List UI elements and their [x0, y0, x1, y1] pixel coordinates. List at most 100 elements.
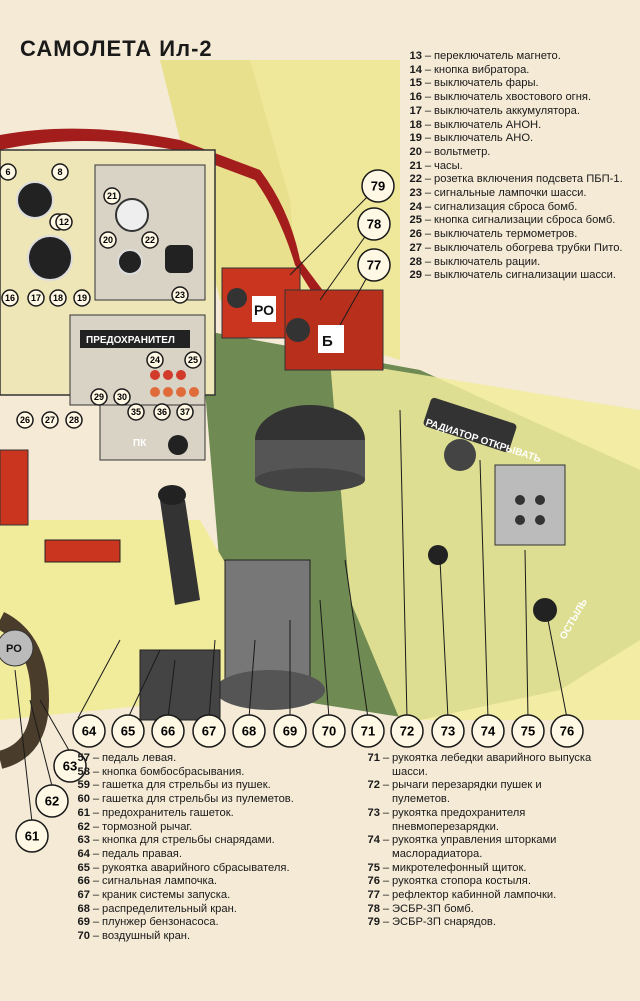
- panel-number-label: 27: [45, 415, 55, 425]
- legend-item: 67–краник системы запуска.: [66, 889, 356, 903]
- panel-number-circle: [49, 289, 67, 307]
- panel-number-37: 37: [176, 403, 194, 421]
- panel-number-circle: [90, 388, 108, 406]
- panel-number-circle: [127, 403, 145, 421]
- legend-dash: –: [382, 902, 390, 915]
- legend-item: 13–переключатель магнето.: [398, 50, 634, 64]
- panel-number-label: 20: [103, 235, 113, 245]
- legend-text: вольтметр.: [434, 145, 491, 158]
- legend-item: 69–плунжер бензонасоса.: [66, 916, 356, 930]
- panel-number-25: 25: [184, 351, 202, 369]
- legend-dash: –: [92, 834, 100, 847]
- panel-number-12: 12: [55, 213, 73, 231]
- panel-number-18: 18: [49, 289, 67, 307]
- callout-circle: [511, 714, 545, 748]
- panel-number-35: 35: [127, 403, 145, 421]
- legend-text: рукоятка предохранителя пневмоперезарядк…: [392, 806, 526, 833]
- panel-number-label: 17: [31, 293, 41, 303]
- legend-number: 59: [77, 779, 90, 792]
- legend-number: 64: [77, 847, 90, 860]
- callout-77: 77: [357, 248, 391, 282]
- callout-circle: [312, 714, 346, 748]
- legend-text: рукоятка лебедки аварийного выпуска шасс…: [392, 752, 592, 778]
- legend-number: 14: [409, 63, 422, 76]
- callout-label: 70: [322, 724, 336, 739]
- legend-dash: –: [92, 752, 100, 764]
- legend-dash: –: [382, 916, 390, 929]
- callout-65: 65: [111, 714, 145, 748]
- legend-text: выключатель рации.: [434, 255, 541, 268]
- legend-dash: –: [424, 77, 432, 90]
- legend-number: 27: [409, 241, 422, 254]
- callout-label: 64: [82, 724, 97, 739]
- device-label-fuse-label: ПРЕДОХРАНИТЕЛ: [86, 335, 175, 346]
- panel-number-22: 22: [141, 231, 159, 249]
- legend-text: розетка включения подсвета ПБП-1.: [434, 173, 623, 186]
- legend-text: педаль правая.: [102, 847, 182, 860]
- callout-label: 62: [45, 794, 59, 809]
- legend-item: 75–микротелефонный щиток.: [356, 862, 600, 876]
- legend-text: сигнальные лампочки шасси.: [434, 187, 587, 200]
- panel-number-label: 24: [150, 355, 160, 365]
- legend-text: воздушный кран.: [102, 930, 191, 943]
- panel-number-label: 21: [107, 191, 117, 201]
- callout-78: 78: [357, 207, 391, 241]
- legend-dash: –: [424, 63, 432, 76]
- legend-number: 60: [77, 793, 90, 806]
- legend-number: 66: [77, 875, 90, 888]
- callout-circle: [390, 714, 424, 748]
- legend-text: рычаги перезарядки пушек и пулеметов.: [392, 779, 542, 806]
- panel-number-circle: [27, 289, 45, 307]
- legend-text: рукоятка аварийного сбрасывателя.: [102, 861, 290, 874]
- callout-label: 66: [161, 724, 175, 739]
- legend-number: 21: [409, 159, 422, 172]
- legend-item: 57–педаль левая.: [66, 752, 356, 766]
- legend-dash: –: [92, 889, 100, 902]
- legend-number: 26: [409, 228, 422, 241]
- legend-text: плунжер бензонасоса.: [102, 916, 219, 929]
- panel-number-circle: [99, 231, 117, 249]
- legend-number: 65: [77, 861, 90, 874]
- legend-text: микротелефонный щиток.: [392, 861, 527, 874]
- legend-number: 63: [77, 834, 90, 847]
- panel-number-label: 35: [131, 407, 141, 417]
- legend-item: 65–рукоятка аварийного сбрасывателя.: [66, 862, 356, 876]
- panel-number-label: 26: [20, 415, 30, 425]
- legend-text: сигнальная лампочка.: [102, 875, 218, 888]
- callout-circle: [431, 714, 465, 748]
- callout-circle: [471, 714, 505, 748]
- legend-text: переключатель магнето.: [434, 50, 561, 62]
- legend-dash: –: [424, 91, 432, 104]
- panel-number-label: 28: [69, 415, 79, 425]
- panel-number-circle: [51, 163, 69, 181]
- panel-number-27: 27: [41, 411, 59, 429]
- legend-item: 29–выключатель сигнализации шасси.: [398, 269, 634, 283]
- panel-number-23: 23: [171, 286, 189, 304]
- legend-text: ЭСБР-3П снарядов.: [392, 916, 496, 929]
- legend-number: 69: [77, 916, 90, 929]
- legend-dash: –: [424, 200, 432, 213]
- legend-dash: –: [382, 861, 390, 874]
- callout-label: 75: [521, 724, 535, 739]
- legend-text: гашетка для стрельбы из пушек.: [102, 779, 271, 792]
- legend-item: 61–предохранитель гашеток.: [66, 807, 356, 821]
- panel-number-label: 30: [117, 392, 127, 402]
- legend-dash: –: [382, 875, 390, 888]
- legend-text: сигнализация сброса бомб.: [434, 200, 578, 213]
- legend-item: 19–выключатель АНО.: [398, 132, 634, 146]
- panel-number-20: 20: [99, 231, 117, 249]
- callout-circle: [151, 714, 185, 748]
- panel-number-circle: [55, 213, 73, 231]
- legend-text: выключатель обогрева трубки Пито.: [434, 241, 623, 254]
- legend-dash: –: [424, 269, 432, 282]
- legend-dash: –: [92, 779, 100, 792]
- legend-number: 22: [409, 173, 422, 186]
- device-label-box-b: Б: [322, 333, 333, 350]
- panel-number-label: 19: [77, 293, 87, 303]
- legend-item: 16–выключатель хвостового огня.: [398, 91, 634, 105]
- panel-number-label: 16: [5, 293, 15, 303]
- page-title: САМОЛЕТА Ил-2: [20, 36, 213, 61]
- panel-number-circle: [141, 231, 159, 249]
- legend-item: 23–сигнальные лампочки шасси.: [398, 187, 634, 201]
- legend-text: рукоятка управления шторками маслорадиат…: [392, 834, 557, 860]
